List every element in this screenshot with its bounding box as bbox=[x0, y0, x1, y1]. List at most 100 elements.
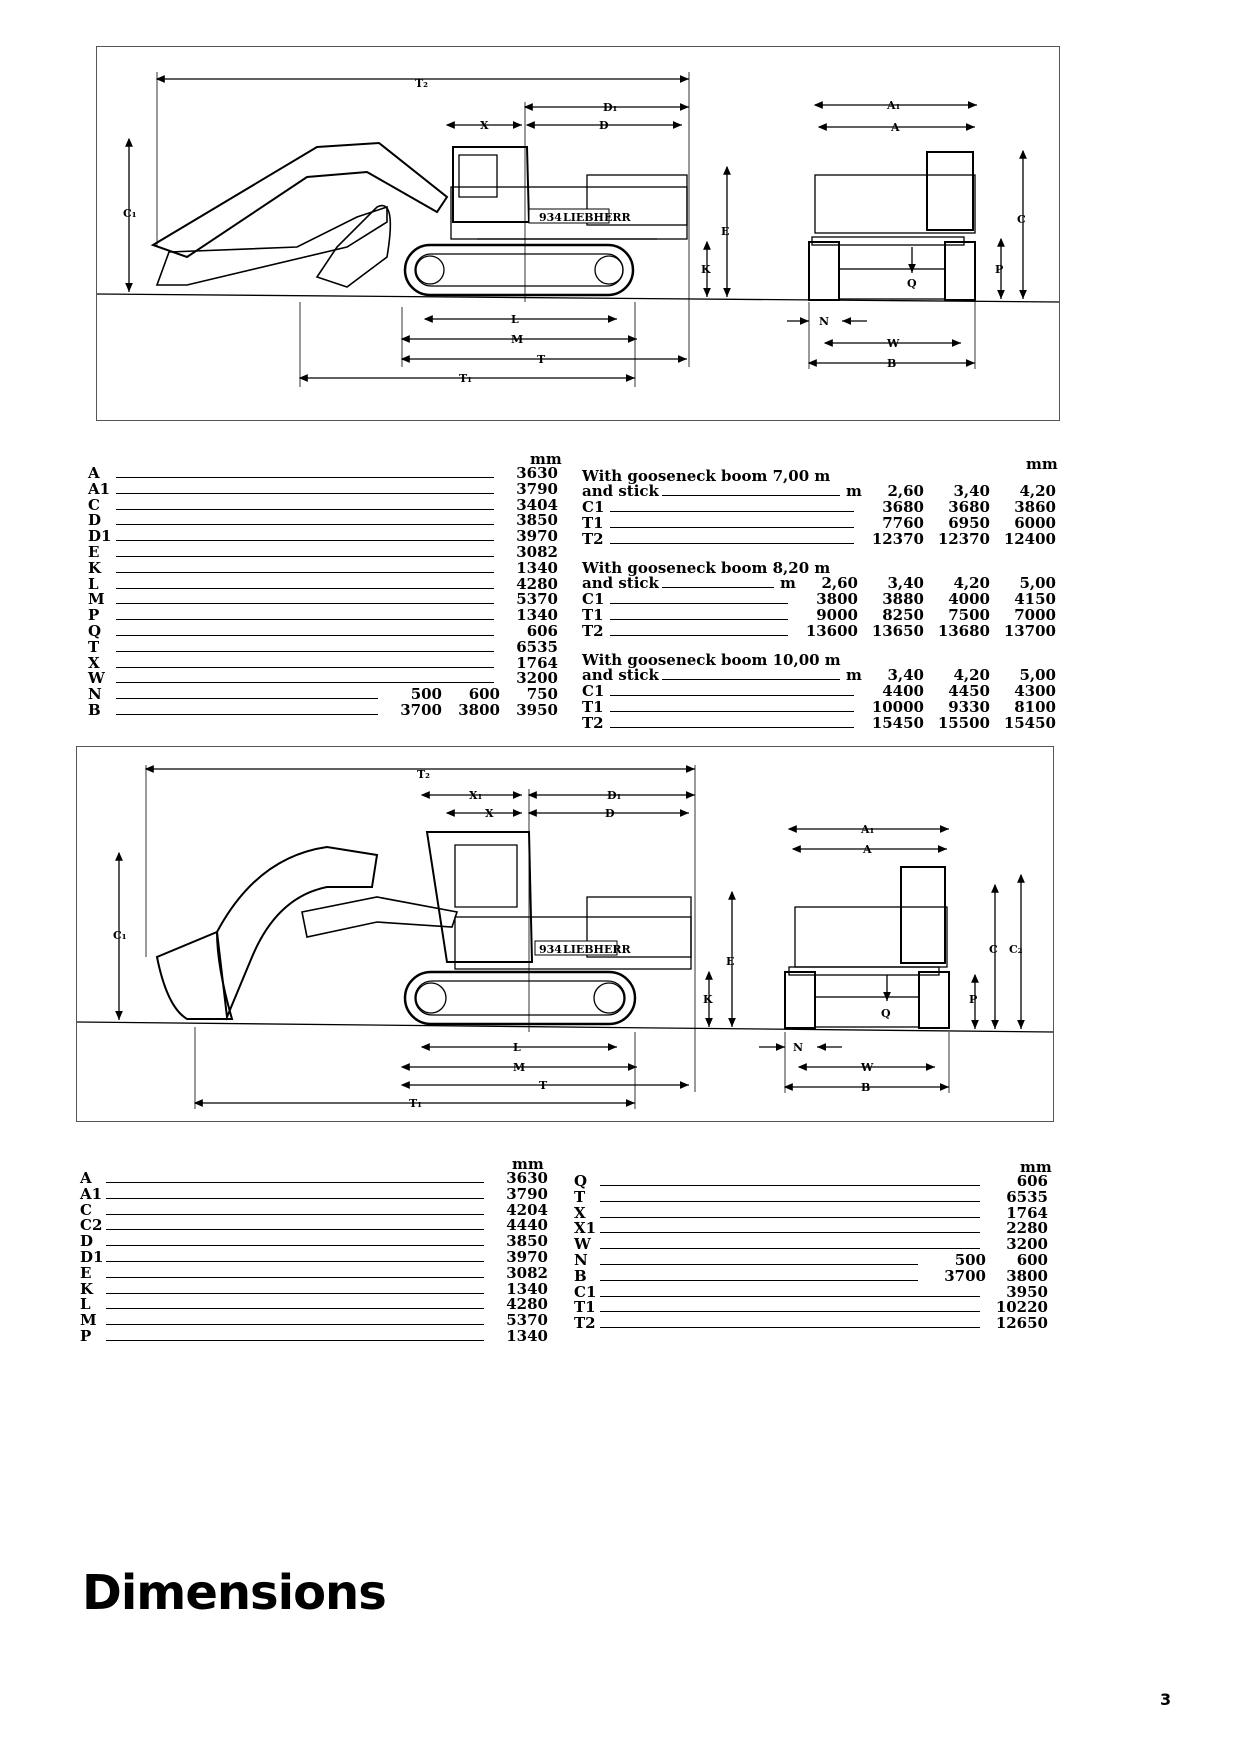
stick-length: 3,40 bbox=[887, 574, 924, 592]
row-value: 3082 bbox=[516, 543, 558, 561]
row-label: E bbox=[88, 543, 100, 561]
stick-unit: m bbox=[846, 482, 862, 500]
row-value: 1340 bbox=[516, 558, 558, 577]
leader-line bbox=[106, 1292, 484, 1294]
row-value: 1340 bbox=[506, 1279, 548, 1298]
leader-line bbox=[106, 1182, 484, 1183]
boom-group-title: With gooseneck boom 8,20 m bbox=[582, 559, 831, 577]
row-value: 1340 bbox=[506, 1327, 548, 1345]
row-label: T1 bbox=[574, 1298, 596, 1317]
dim-label-n: N bbox=[819, 315, 829, 328]
row-label: A bbox=[80, 1169, 92, 1187]
dim-label-m: M bbox=[513, 1061, 525, 1074]
page-title: Dimensions bbox=[82, 1565, 387, 1621]
leader-line bbox=[106, 1245, 484, 1247]
row-label: X bbox=[574, 1203, 586, 1222]
dim-label-x: X bbox=[485, 807, 494, 820]
dim-label-m: M bbox=[511, 333, 523, 346]
dim-label-t2: T₂ bbox=[415, 77, 428, 90]
leader-line bbox=[600, 1248, 980, 1250]
leader-line bbox=[610, 511, 854, 512]
leader-line bbox=[610, 695, 854, 696]
row-value: 4000 bbox=[948, 590, 990, 608]
row-value: 6000 bbox=[1014, 514, 1056, 532]
leader-line bbox=[106, 1229, 484, 1231]
row-value: 13600 bbox=[805, 622, 858, 640]
leader-line bbox=[116, 556, 494, 557]
row-label: T1 bbox=[582, 698, 604, 716]
stick-unit: m bbox=[846, 666, 862, 684]
row-label: T bbox=[574, 1187, 586, 1206]
dim-label-d1: D₁ bbox=[607, 789, 622, 802]
table-row: T2 12650 bbox=[574, 1315, 1054, 1332]
row-value: 3850 bbox=[516, 511, 558, 530]
model-text: 934 bbox=[539, 943, 562, 956]
row-value: 3970 bbox=[506, 1248, 548, 1266]
row-value: 3630 bbox=[506, 1169, 548, 1187]
row-value: 12650 bbox=[995, 1314, 1048, 1333]
row-value: 7000 bbox=[1014, 606, 1056, 624]
row-value: 12400 bbox=[1003, 530, 1056, 548]
leader-line bbox=[600, 1185, 980, 1186]
leader-line bbox=[106, 1213, 484, 1215]
leader-line bbox=[662, 495, 840, 496]
row-label: D bbox=[80, 1232, 94, 1251]
table-row: K 1340 bbox=[88, 558, 568, 577]
row-value: 3404 bbox=[516, 495, 558, 514]
leader-line bbox=[106, 1261, 484, 1262]
unit-label: mm bbox=[1020, 1158, 1052, 1176]
leader-line bbox=[106, 1340, 484, 1341]
row-label: C2 bbox=[80, 1216, 103, 1235]
row-value: 9000 bbox=[816, 606, 858, 624]
row-label: T2 bbox=[574, 1314, 596, 1333]
shovel-drawing: 934 LIEBHERR T₂ X₁ D₁ X D C₁ E K L M T T… bbox=[76, 765, 1054, 1110]
leader-line bbox=[610, 727, 854, 728]
row-value: 3850 bbox=[506, 1232, 548, 1251]
dim-label-l: L bbox=[513, 1041, 521, 1054]
row-value: 3630 bbox=[516, 464, 558, 482]
row-value: 3970 bbox=[516, 527, 558, 546]
backhoe-drawing: 934 LIEBHERR T₂ D₁ X D C₁ E K L M T T₁ A… bbox=[96, 72, 1060, 387]
row-value: 2280 bbox=[1006, 1219, 1048, 1238]
dim-label-k: K bbox=[701, 263, 711, 276]
dim-label-c1: C₁ bbox=[113, 929, 127, 942]
stick-length: 4,20 bbox=[953, 666, 990, 684]
row-label: C bbox=[80, 1200, 92, 1219]
stick-length: 4,20 bbox=[953, 574, 990, 592]
row-label: T bbox=[88, 637, 100, 656]
row-value: 3950 bbox=[1006, 1282, 1048, 1301]
row-value: 600 bbox=[1016, 1251, 1048, 1269]
dim-label-a1: A₁ bbox=[886, 99, 901, 112]
table-row: A 3630 bbox=[80, 1170, 550, 1187]
model-text: 934 bbox=[539, 211, 562, 224]
row-value: 500 bbox=[954, 1251, 986, 1269]
row-value: 13680 bbox=[937, 622, 990, 640]
row-label: T1 bbox=[582, 514, 604, 532]
leader-line bbox=[610, 619, 788, 620]
row-value: 606 bbox=[526, 622, 558, 640]
row-value: 6950 bbox=[948, 514, 990, 532]
row-label: K bbox=[88, 558, 102, 577]
row-label: E bbox=[80, 1263, 92, 1282]
dim-label-w: W bbox=[860, 1061, 874, 1074]
row-value: 500 bbox=[410, 685, 442, 704]
row-value: 4400 bbox=[882, 682, 924, 700]
leader-line bbox=[116, 492, 494, 494]
leader-line bbox=[106, 1324, 484, 1326]
row-value: 3700 bbox=[400, 701, 442, 719]
